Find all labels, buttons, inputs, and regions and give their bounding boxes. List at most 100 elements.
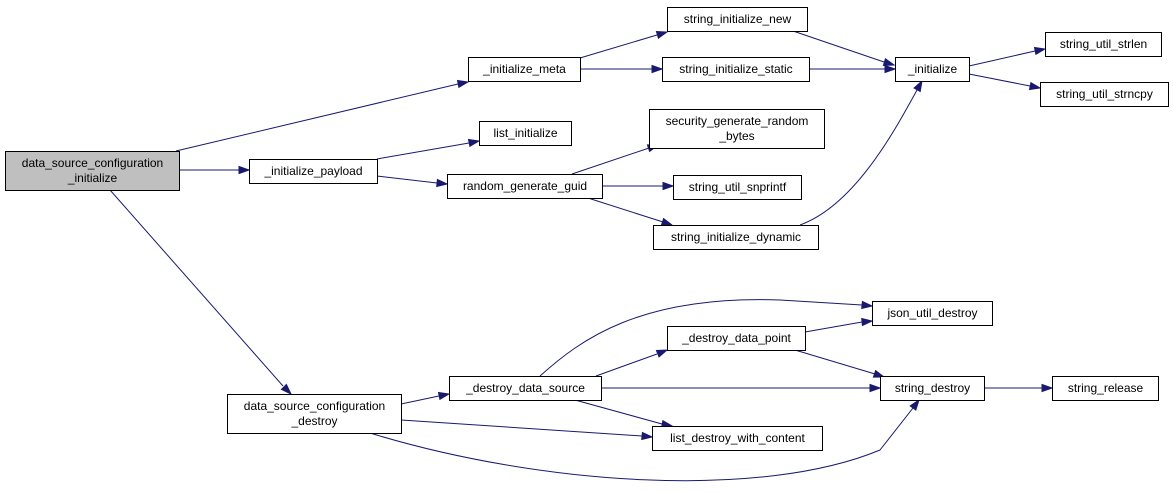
node-box xyxy=(447,174,603,199)
edge-line xyxy=(587,197,664,223)
arrow-head-icon xyxy=(437,391,451,401)
node-label: _initialize xyxy=(67,171,118,185)
node-rgg[interactable]: random_generate_guid xyxy=(447,174,603,199)
node-sin[interactable]: string_initialize_new xyxy=(667,7,808,32)
node-dsci[interactable]: data_source_configuration_initialize xyxy=(5,151,180,191)
node-label: security_generate_random xyxy=(666,114,809,128)
edge-init-to-sustrncpy xyxy=(968,73,1042,91)
arrow-head-icon xyxy=(280,383,293,396)
arrow-head-icon xyxy=(641,431,654,441)
edge-line xyxy=(804,321,863,333)
node-label: string_destroy xyxy=(895,381,970,395)
node-label: json_util_destroy xyxy=(886,306,977,320)
node-label: _destroy xyxy=(290,414,337,428)
node-sgrb[interactable]: security_generate_random_bytes xyxy=(649,109,825,149)
arrow-head-icon xyxy=(655,349,669,358)
node-init[interactable]: _initialize xyxy=(895,57,970,82)
arrow-head-icon xyxy=(882,57,896,67)
edge-line xyxy=(799,89,918,226)
edge-line xyxy=(968,50,1036,67)
node-box xyxy=(649,109,825,149)
node-box xyxy=(1040,82,1169,107)
node-box xyxy=(1045,32,1162,57)
node-dscd[interactable]: data_source_configuration_destroy xyxy=(227,394,402,434)
node-box xyxy=(449,376,602,401)
arrow-head-icon xyxy=(861,300,874,310)
node-sustrncpy[interactable]: string_util_strncpy xyxy=(1040,82,1169,107)
node-sr[interactable]: string_release xyxy=(1052,376,1159,401)
node-label: list_destroy_with_content xyxy=(670,431,805,445)
node-label: data_source_configuration xyxy=(22,156,163,170)
node-box xyxy=(667,326,806,351)
arrow-head-icon xyxy=(436,178,449,188)
edge-dsci-to-init_payload xyxy=(179,165,251,175)
edge-sid-to-init xyxy=(799,79,923,226)
edge-dds-to-ldwc xyxy=(574,399,674,429)
node-label: _initialize_meta xyxy=(482,62,566,76)
edge-line xyxy=(400,419,643,437)
edge-line xyxy=(968,73,1031,87)
node-box xyxy=(479,121,572,146)
edge-line xyxy=(579,34,658,59)
edge-line xyxy=(595,353,658,377)
edge-init_payload-to-li xyxy=(376,138,481,160)
node-jud[interactable]: json_util_destroy xyxy=(872,301,993,326)
arrow-head-icon xyxy=(1033,46,1047,56)
edge-sd-to-sr xyxy=(984,383,1054,393)
edge-rgg-to-sid xyxy=(587,197,674,226)
arrow-head-icon xyxy=(655,30,669,40)
edge-ddp-to-sd xyxy=(794,349,886,378)
node-sis[interactable]: string_initialize_static xyxy=(662,57,810,82)
edge-dsci-to-dscd xyxy=(109,189,293,396)
edge-ddp-to-jud xyxy=(804,317,874,333)
arrow-head-icon xyxy=(467,138,481,148)
edge-init-to-sustrlen xyxy=(968,46,1047,67)
nodes-layer: data_source_configuration_initialize_ini… xyxy=(5,7,1169,451)
node-susnp[interactable]: string_util_snprintf xyxy=(673,175,802,200)
node-sid[interactable]: string_initialize_dynamic xyxy=(653,225,819,250)
node-box xyxy=(5,151,180,191)
edge-init_meta-to-sis xyxy=(580,64,664,74)
arrow-head-icon xyxy=(651,64,664,74)
node-ddp[interactable]: _destroy_data_point xyxy=(667,326,806,351)
edge-init_payload-to-rgg xyxy=(376,175,449,188)
node-li[interactable]: list_initialize xyxy=(479,121,572,146)
node-label: _destroy_data_point xyxy=(681,331,791,345)
node-label: _bytes xyxy=(718,129,754,143)
node-dds[interactable]: _destroy_data_source xyxy=(449,376,602,401)
edge-dscd-to-ldwc xyxy=(400,419,654,441)
node-label: list_initialize xyxy=(493,126,557,140)
arrow-head-icon xyxy=(660,217,674,226)
node-label: string_util_strlen xyxy=(1060,37,1147,51)
edge-line xyxy=(400,395,440,405)
edge-dscd-to-dds xyxy=(400,391,451,405)
arrow-head-icon xyxy=(456,79,470,89)
edge-line xyxy=(794,349,876,375)
arrow-head-icon xyxy=(869,383,882,393)
node-sd[interactable]: string_destroy xyxy=(880,376,985,401)
node-box xyxy=(667,7,808,32)
node-box xyxy=(895,57,970,82)
node-sustrlen[interactable]: string_util_strlen xyxy=(1045,32,1162,57)
edge-dds-to-sd xyxy=(601,383,882,393)
edge-line xyxy=(571,147,650,175)
edge-init_meta-to-sin xyxy=(579,30,669,59)
arrow-head-icon xyxy=(913,79,923,93)
edge-dds-to-ddp xyxy=(595,349,669,377)
edge-dsci-to-init_meta xyxy=(175,79,470,152)
node-ldwc[interactable]: list_destroy_with_content xyxy=(652,426,823,451)
edge-dds-to-jud xyxy=(539,299,874,377)
arrow-head-icon xyxy=(238,165,251,175)
node-init-meta[interactable]: _initialize_meta xyxy=(468,57,581,82)
arrow-head-icon xyxy=(872,369,886,378)
node-init-payload[interactable]: _initialize_payload xyxy=(249,159,378,184)
edge-line xyxy=(539,299,863,377)
arrow-head-icon xyxy=(861,317,874,327)
edge-line xyxy=(109,189,284,387)
node-box xyxy=(468,57,581,82)
node-label: _initialize xyxy=(907,62,958,76)
node-box xyxy=(227,394,402,434)
node-label: _destroy_data_source xyxy=(465,381,585,395)
edge-line xyxy=(792,30,885,63)
